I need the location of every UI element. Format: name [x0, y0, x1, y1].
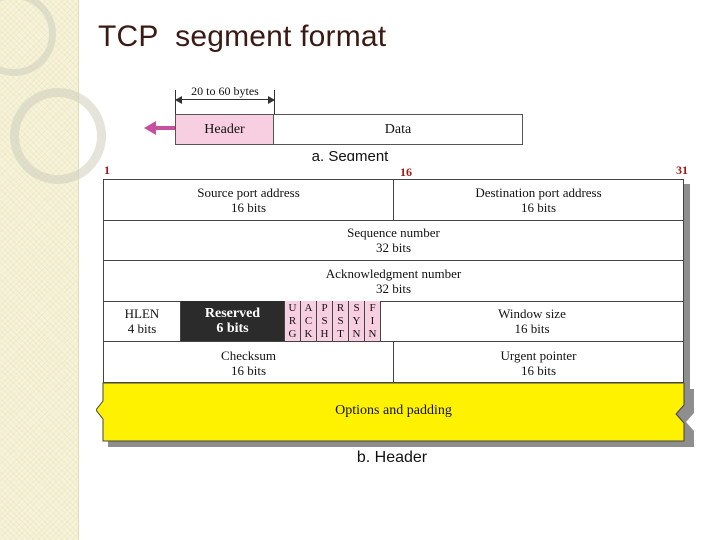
field-name: HLEN: [124, 306, 160, 321]
options-padding-label: Options and padding: [335, 403, 452, 418]
source-port-field: Source port address 16 bits: [104, 180, 394, 220]
bit-index-middle: 16: [400, 165, 412, 179]
field-size: 16 bits: [520, 362, 557, 378]
decorative-left-strip: [0, 0, 79, 540]
field-size: 16 bits: [230, 200, 267, 215]
bit-index-last: 31: [676, 163, 688, 177]
header-row-ports: Source port address 16 bits Destination …: [104, 180, 683, 221]
field-name: Urgent pointer: [500, 347, 577, 363]
header-row-checksum: Checksum 16 bits Urgent pointer 16 bits: [104, 342, 683, 383]
window-size-field: Window size 16 bits: [381, 301, 683, 341]
header-length-label: 20 to 60 bytes: [191, 84, 259, 98]
checksum-field: Checksum 16 bits: [104, 342, 394, 383]
reserved-field: Reserved 6 bits: [181, 301, 285, 341]
left-arrow-icon: [144, 121, 176, 135]
field-name: Destination port address: [475, 185, 602, 200]
field-size: 16 bits: [520, 200, 557, 215]
field-name: Source port address: [197, 185, 300, 200]
length-dimension-arrow: [175, 96, 275, 104]
header-row-ack: Acknowledgment number 32 bits: [104, 261, 683, 302]
header-row-sequence: Sequence number 32 bits: [104, 220, 683, 261]
field-size: 32 bits: [375, 240, 412, 255]
field-name: Reserved: [204, 306, 261, 321]
sequence-number-field: Sequence number 32 bits: [104, 220, 683, 260]
segment-header-box: Header: [175, 114, 274, 145]
acknowledgment-number-field: Acknowledgment number 32 bits: [104, 261, 683, 301]
header-caption: b. Header: [356, 449, 428, 466]
decorative-ring: [10, 88, 106, 184]
hlen-field: HLEN 4 bits: [104, 301, 181, 341]
field-name: Acknowledgment number: [325, 266, 462, 281]
field-name: Window size: [498, 306, 566, 321]
segment-caption: a. Segment: [311, 148, 389, 161]
field-size: 32 bits: [375, 281, 412, 296]
options-padding-band: [95, 381, 694, 451]
field-size: 6 bits: [216, 321, 249, 336]
field-name: Checksum: [221, 347, 276, 363]
segment-data-box: Data: [273, 114, 523, 145]
urgent-pointer-field: Urgent pointer 16 bits: [394, 342, 683, 383]
field-size: 16 bits: [230, 362, 267, 378]
field-size: 4 bits: [127, 321, 157, 336]
destination-port-field: Destination port address 16 bits: [394, 180, 683, 220]
tcp-header-table: Source port address 16 bits Destination …: [103, 179, 684, 383]
bit-index-first: 1: [104, 163, 110, 177]
field-size: 16 bits: [514, 321, 550, 336]
field-name: Sequence number: [347, 225, 440, 240]
decorative-ring: [0, 0, 56, 76]
slide-title: TCP segment format: [98, 20, 387, 53]
